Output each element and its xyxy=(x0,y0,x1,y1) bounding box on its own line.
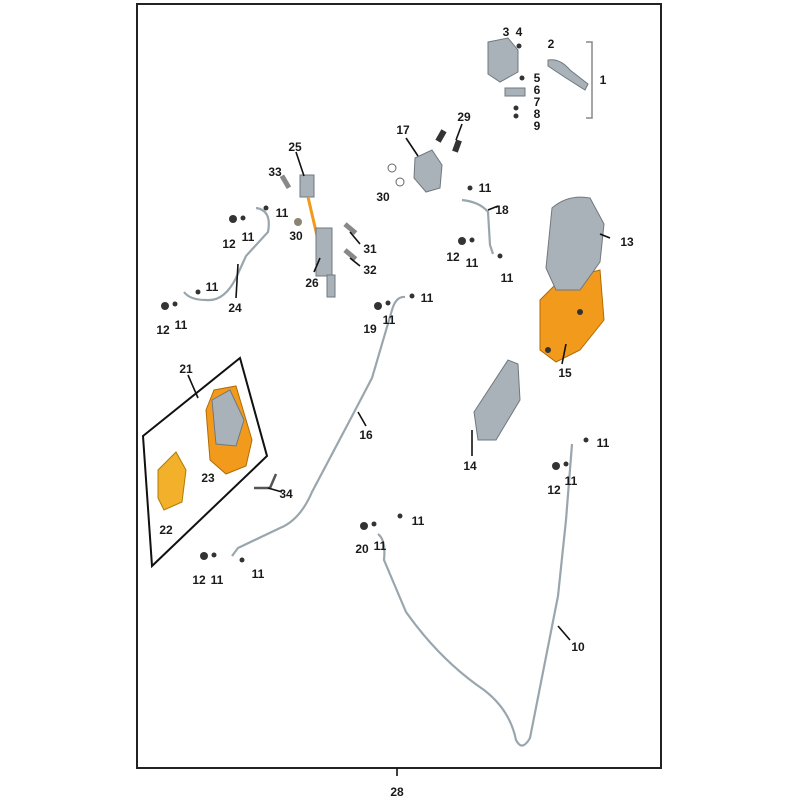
diagram-frame xyxy=(136,3,662,769)
callout-11: 11 xyxy=(374,539,387,553)
callout-11: 11 xyxy=(501,271,514,285)
callout-10: 10 xyxy=(571,640,585,654)
callout-34: 34 xyxy=(279,487,293,501)
callout-25: 25 xyxy=(288,140,302,154)
hose-10 xyxy=(377,443,574,747)
hose-16 xyxy=(231,295,406,557)
valve-assembly xyxy=(279,174,358,298)
callout-11: 11 xyxy=(276,206,289,220)
callout-1: 1 xyxy=(600,73,607,87)
callout-12: 12 xyxy=(192,573,206,587)
callout-12: 12 xyxy=(547,483,561,497)
banjo-bracket-17 xyxy=(387,129,462,193)
callout-4: 4 xyxy=(516,25,523,39)
hose-24 xyxy=(183,206,270,302)
callout-5: 5 xyxy=(534,71,541,85)
callout-11: 11 xyxy=(479,181,492,195)
callout-leaders xyxy=(187,123,611,641)
callout-20: 20 xyxy=(355,542,369,556)
callout-12: 12 xyxy=(222,237,236,251)
callout-13: 13 xyxy=(620,235,634,249)
callout-11: 11 xyxy=(412,514,425,528)
callout-11: 11 xyxy=(565,474,578,488)
callout-30b: 30 xyxy=(289,229,303,243)
callout-11: 11 xyxy=(211,573,224,587)
callout-16: 16 xyxy=(359,428,373,442)
master-cylinder-group xyxy=(487,37,593,119)
callout-31: 31 xyxy=(363,242,377,256)
callout-11: 11 xyxy=(252,567,265,581)
callout-6: 6 xyxy=(534,83,541,97)
group-bracket xyxy=(586,41,593,119)
callout-24: 24 xyxy=(228,301,242,315)
callout-11: 11 xyxy=(175,318,188,332)
callout-11: 11 xyxy=(466,256,479,270)
callout-7: 7 xyxy=(534,95,541,109)
callout-32: 32 xyxy=(363,263,377,277)
hose-18 xyxy=(461,198,495,255)
callout-23: 23 xyxy=(201,471,215,485)
brake-pad-14 xyxy=(473,359,521,441)
callout-18: 18 xyxy=(495,203,509,217)
caliper-kit-21 xyxy=(141,356,278,569)
callout-11: 11 xyxy=(597,436,610,450)
callout-19: 19 xyxy=(363,322,377,336)
bolts xyxy=(161,185,589,563)
callout-9: 9 xyxy=(534,119,541,133)
callout-33: 33 xyxy=(268,165,282,179)
callout-21: 21 xyxy=(179,362,193,376)
callout-22: 22 xyxy=(159,523,173,537)
callout-15: 15 xyxy=(558,366,572,380)
callout-26: 26 xyxy=(305,276,319,290)
callout-labels: 1 2 3 4 5 6 7 8 9 10 13 14 15 16 17 18 1… xyxy=(156,25,634,799)
callout-12: 12 xyxy=(156,323,170,337)
caliper-13 xyxy=(539,196,605,363)
callout-29: 29 xyxy=(457,110,471,124)
callout-11: 11 xyxy=(421,291,434,305)
callout-11: 11 xyxy=(383,313,396,327)
callout-12: 12 xyxy=(446,250,460,264)
callout-17: 17 xyxy=(396,123,410,137)
callout-28: 28 xyxy=(390,785,404,799)
callout-2: 2 xyxy=(548,37,555,51)
callout-14: 14 xyxy=(463,459,477,473)
callout-3: 3 xyxy=(503,25,510,39)
callout-30a: 30 xyxy=(376,190,390,204)
callout-11: 11 xyxy=(242,230,255,244)
callout-8: 8 xyxy=(534,107,541,121)
callout-11: 11 xyxy=(206,280,219,294)
